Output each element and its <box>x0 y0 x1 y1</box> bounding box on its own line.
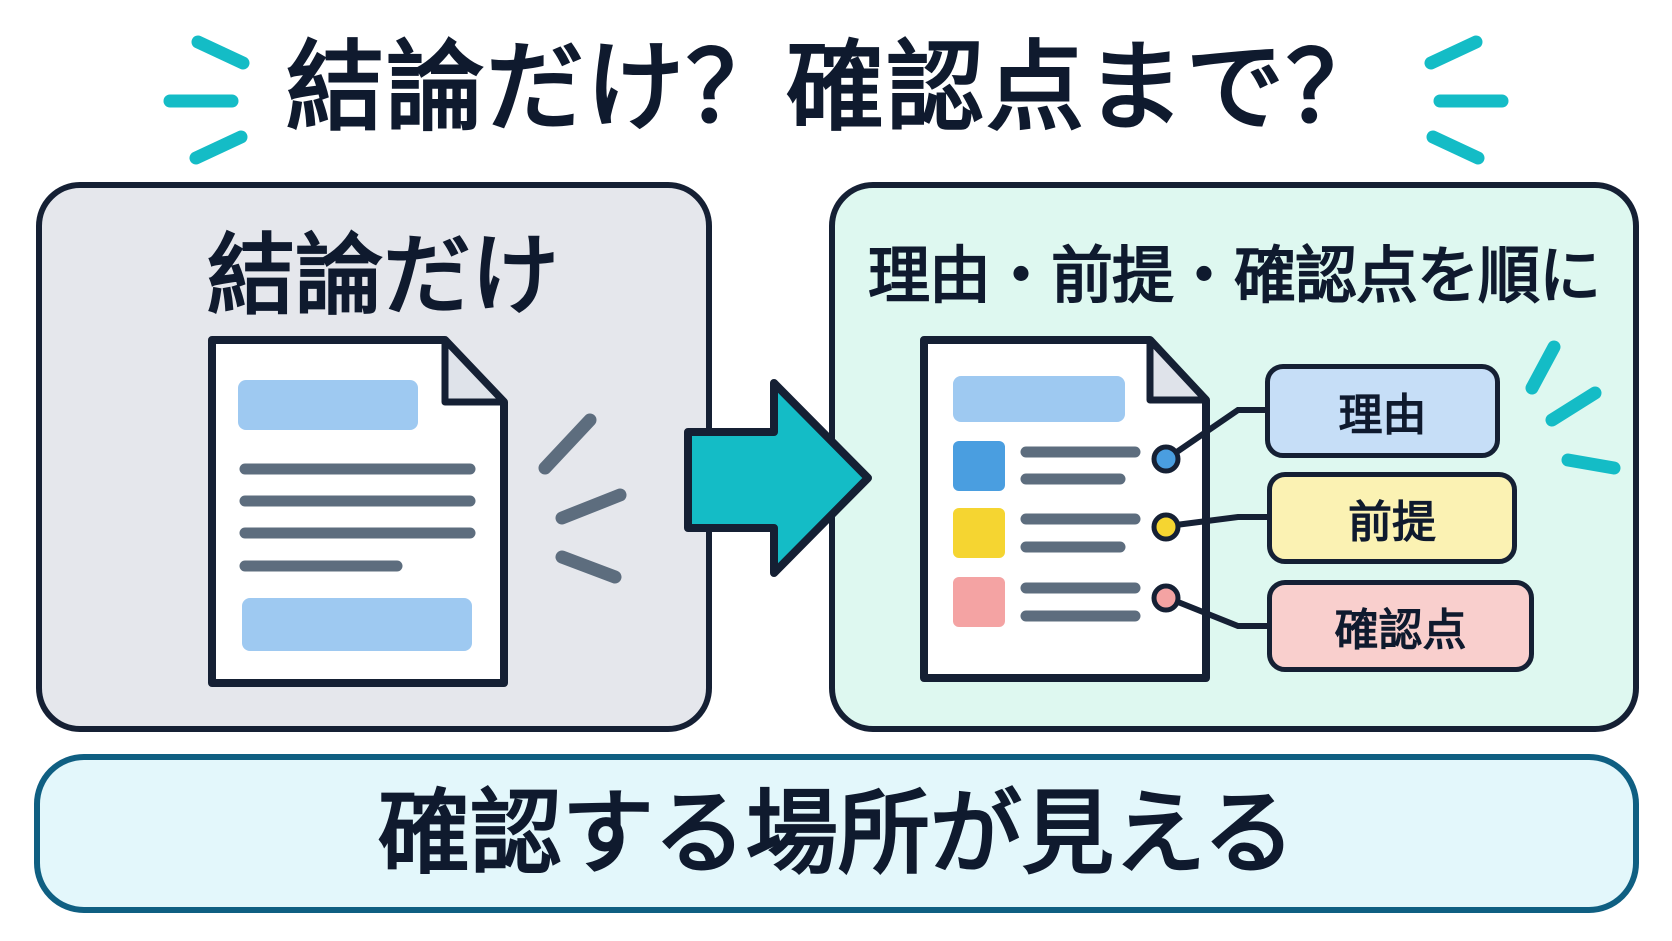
footer-banner: 確認する場所が見える <box>34 754 1639 913</box>
conclusion-only-title: 結論だけ <box>207 224 560 327</box>
title-sparkle-left <box>163 35 250 165</box>
premise-marker-dot <box>1151 512 1181 542</box>
reason-tag: 理由 <box>1265 364 1500 458</box>
emphasis-dashes <box>538 413 627 584</box>
structured-document-icon <box>920 336 1210 682</box>
check-marker-dot <box>1151 583 1181 613</box>
footer-text: 確認する場所が見える <box>377 780 1296 887</box>
reason-marker-dot <box>1151 444 1181 474</box>
plain-document-icon <box>208 336 508 687</box>
main-title: 結論だけ？確認点まで？ <box>285 31 1386 145</box>
ordered-explanation-title: 理由・前提・確認点を順に <box>867 239 1601 312</box>
right-arrow-icon <box>684 379 872 577</box>
check-point-tag: 確認点 <box>1267 580 1534 672</box>
tag-connectors <box>1165 407 1273 629</box>
premise-tag: 前提 <box>1267 472 1517 564</box>
panel-sparkle <box>1525 340 1621 475</box>
title-sparkle-right <box>1424 35 1509 165</box>
